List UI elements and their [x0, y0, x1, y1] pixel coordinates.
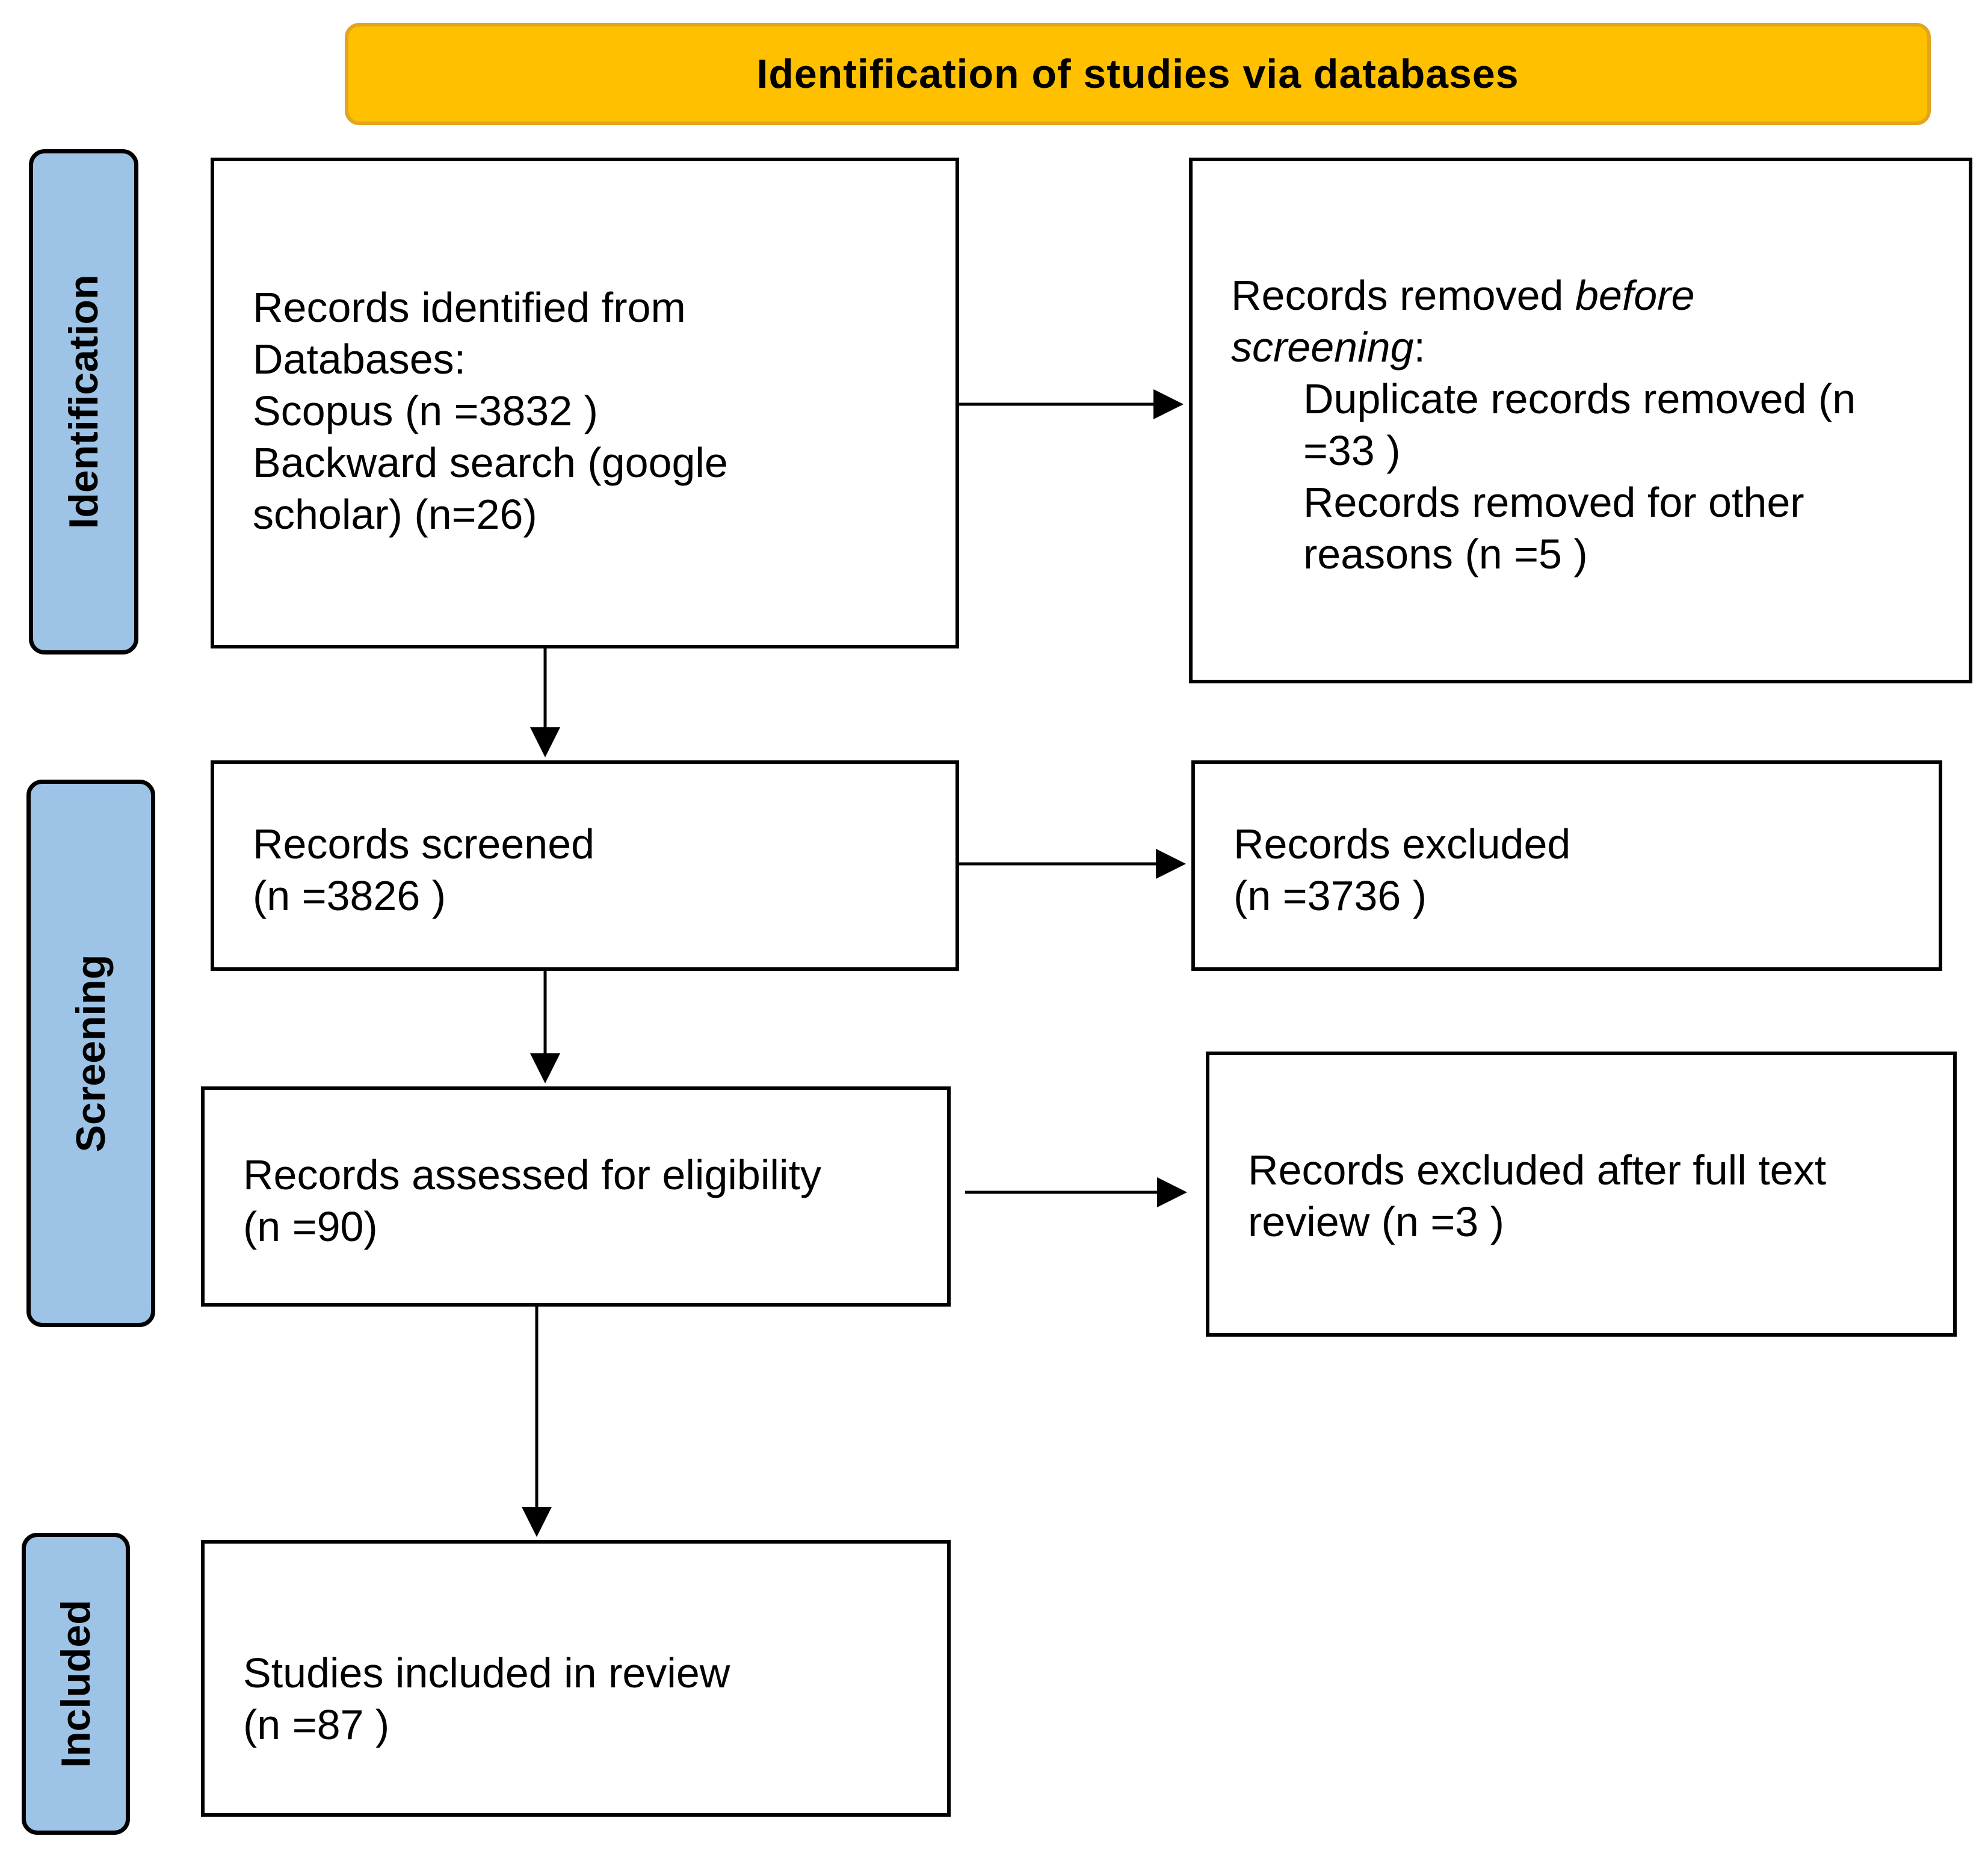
records-removed-heading-prefix: Records removed	[1231, 272, 1575, 319]
header-banner: Identification of studies via databases	[345, 23, 1931, 125]
studies-included-box: Studies included in review (n =87 )	[201, 1540, 951, 1817]
records-removed-heading-italic-2: screening	[1231, 324, 1414, 371]
records-removed-heading-italic: before	[1575, 272, 1695, 319]
records-removed-heading-2: screening:	[1231, 321, 1856, 373]
records-identified-line-2: Databases:	[253, 336, 466, 383]
records-excluded-fulltext-line-2: review (n =3 )	[1248, 1198, 1504, 1245]
records-identified-line-4: Backward search (google	[253, 439, 728, 486]
phase-identification: Identification	[29, 149, 138, 654]
records-removed-box: Records removed before screening: Duplic…	[1189, 158, 1972, 683]
records-removed-line-1: Duplicate records removed (n	[1303, 375, 1856, 422]
records-assessed-box: Records assessed for eligibility (n =90)	[201, 1086, 951, 1307]
records-excluded-line-2: (n =3736 )	[1233, 872, 1427, 919]
studies-included-line-2: (n =87 )	[243, 1701, 390, 1748]
phase-screening: Screening	[26, 780, 155, 1327]
records-removed-line-2: =33 )	[1303, 427, 1401, 474]
records-removed-line-4: reasons (n =5 )	[1303, 531, 1588, 577]
records-screened-line-2: (n =3826 )	[253, 872, 446, 919]
records-excluded-fulltext-box: Records excluded after full text review …	[1206, 1052, 1957, 1337]
records-assessed-line-2: (n =90)	[243, 1203, 378, 1250]
records-excluded-line-1: Records excluded	[1233, 821, 1571, 867]
records-removed-heading: Records removed before	[1231, 269, 1856, 321]
records-screened-line-1: Records screened	[253, 821, 595, 867]
records-removed-heading-suffix: :	[1413, 324, 1425, 371]
records-assessed-line-1: Records assessed for eligibility	[243, 1151, 821, 1198]
records-screened-box: Records screened (n =3826 )	[211, 760, 959, 971]
records-excluded-fulltext-line-1: Records excluded after full text	[1248, 1147, 1827, 1193]
studies-included-line-1: Studies included in review	[243, 1649, 730, 1696]
records-identified-line-5: scholar) (n=26)	[253, 491, 537, 538]
records-removed-line-3: Records removed for other	[1303, 479, 1804, 526]
phase-included: Included	[22, 1533, 130, 1835]
records-identified-box: Records identified from Databases: Scopu…	[211, 158, 959, 648]
records-identified-line-1: Records identified from	[253, 284, 686, 331]
records-identified-line-3: Scopus (n =3832 )	[253, 387, 598, 434]
records-excluded-box: Records excluded (n =3736 )	[1191, 760, 1942, 971]
header-title: Identification of studies via databases	[756, 51, 1519, 97]
